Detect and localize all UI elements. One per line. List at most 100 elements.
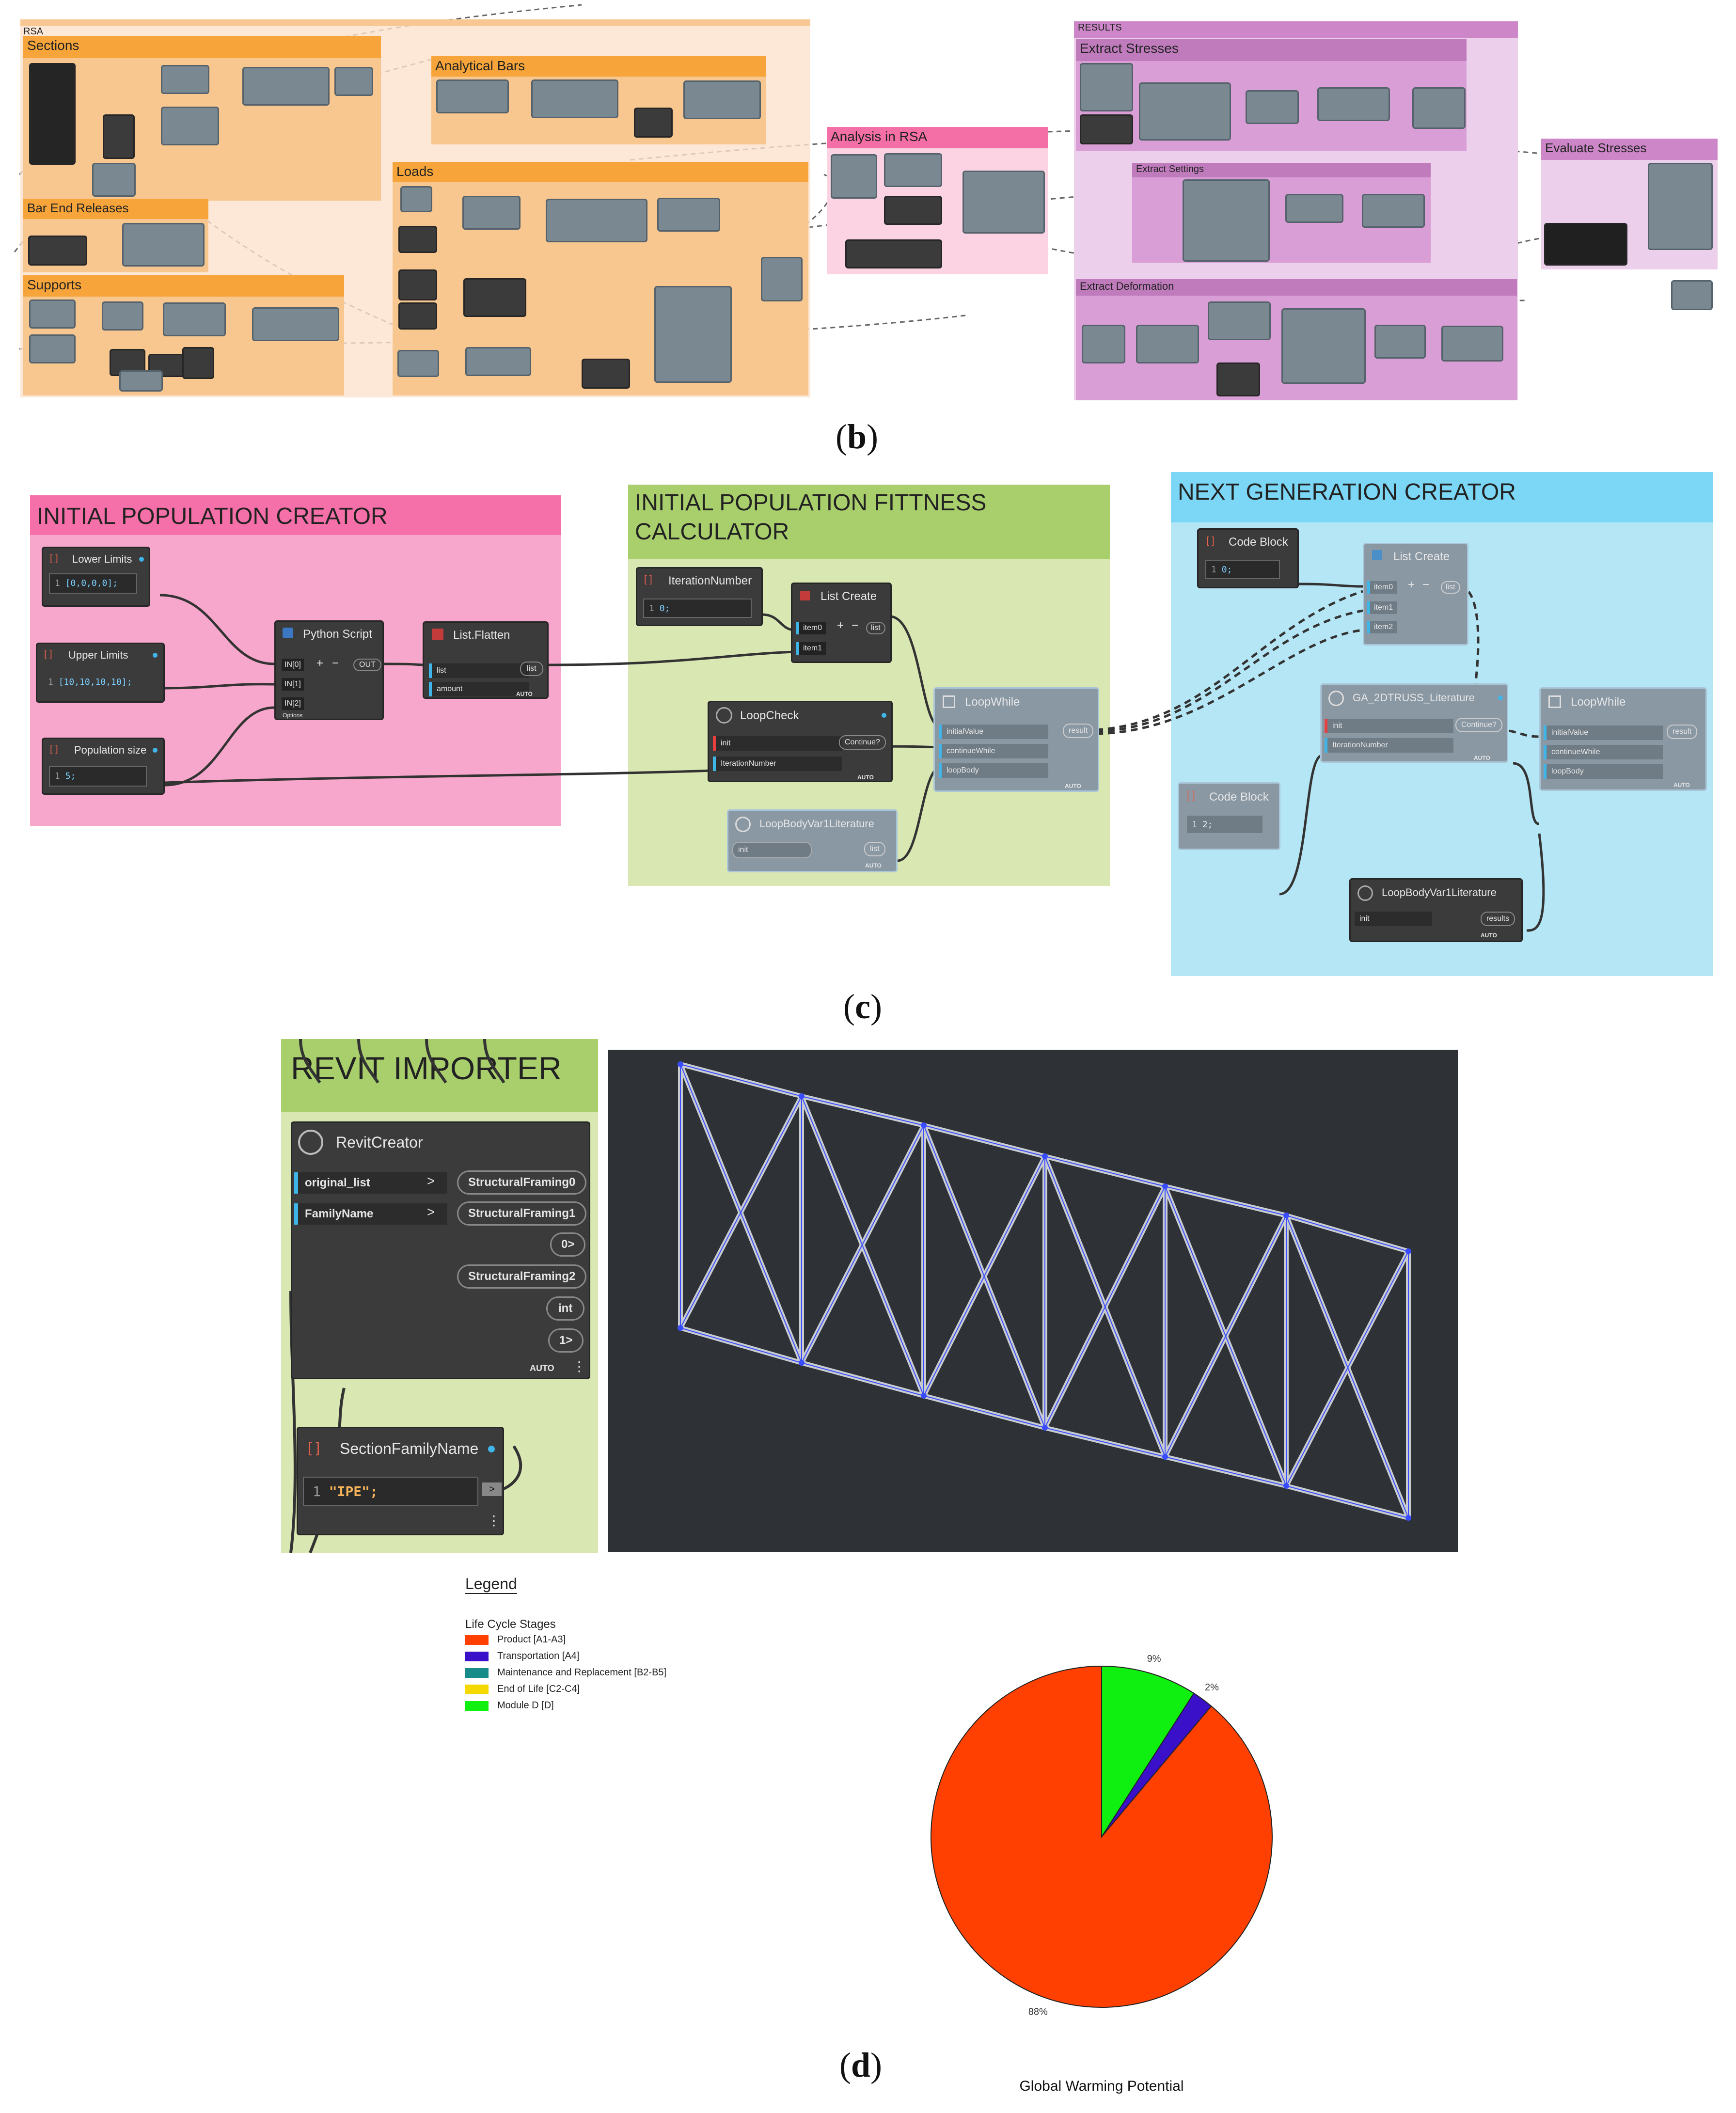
revit-original-list-input[interactable]: original_list: [294, 1172, 447, 1194]
fitness-loop-body-node[interactable]: LoopBodyVar1Literature init list AUTO: [727, 809, 898, 872]
evaluate-node-2[interactable]: [1648, 163, 1713, 250]
loop-check-node[interactable]: LoopCheck init IterationNumber Continue?…: [708, 701, 893, 782]
upper-limits-node[interactable]: [ ] Upper Limits 1 [10,10,10,10];: [36, 643, 165, 703]
results-node-10[interactable]: [1082, 325, 1125, 363]
iteration-number-node[interactable]: [ ] IterationNumber 1 0;: [636, 567, 763, 626]
loads-node-8[interactable]: [463, 278, 526, 317]
supports-node-1[interactable]: [29, 300, 76, 329]
next-gen-list-create-item1[interactable]: item1: [1367, 601, 1397, 614]
python-in2-port[interactable]: IN[2]: [282, 697, 304, 710]
population-size-code[interactable]: 1 5;: [49, 766, 147, 787]
results-node-2[interactable]: [1080, 114, 1133, 144]
next-gen-code-block-code[interactable]: 1 0;: [1205, 560, 1280, 579]
next-gen-list-create-remove-button[interactable]: −: [1422, 578, 1430, 591]
loads-node-9[interactable]: [654, 286, 732, 383]
bars-node-4[interactable]: [634, 108, 673, 138]
lower-limits-code[interactable]: 1 [0,0,0,0];: [49, 573, 137, 594]
truss-3d-viewport[interactable]: [608, 1050, 1458, 1552]
sections-list-node[interactable]: [29, 63, 76, 165]
next-gen-loop-body-node[interactable]: LoopBodyVar1Literature init results AUTO: [1349, 878, 1523, 942]
results-node-11[interactable]: [1136, 325, 1199, 363]
sections-node-6[interactable]: [92, 163, 136, 197]
releases-node-1[interactable]: [28, 236, 87, 266]
next-gen-loop-while-loop-body[interactable]: loopBody: [1544, 764, 1663, 779]
fitness-list-create-item0[interactable]: item0: [796, 622, 826, 634]
next-gen-loop-while-result-output[interactable]: result: [1667, 725, 1698, 739]
results-node-3[interactable]: [1139, 82, 1231, 141]
python-in0-port[interactable]: IN[0]: [282, 659, 304, 671]
loads-node-1[interactable]: [400, 186, 432, 212]
results-node-7[interactable]: [1183, 179, 1270, 262]
analysis-node-1[interactable]: [831, 154, 877, 199]
next-gen-loop-while-node[interactable]: LoopWhile initialValue continueWhile loo…: [1539, 687, 1707, 791]
revit-output-structural-framing0[interactable]: StructuralFraming0: [457, 1170, 587, 1195]
revit-output-structural-framing2[interactable]: StructuralFraming2: [457, 1264, 587, 1289]
fitness-list-create-list-output[interactable]: list: [866, 622, 885, 634]
section-family-name-output-arrow[interactable]: >: [482, 1482, 502, 1496]
loads-node-13[interactable]: [582, 359, 630, 389]
results-node-9[interactable]: [1362, 194, 1425, 228]
loads-node-6[interactable]: [398, 269, 437, 300]
section-family-name-node[interactable]: [ ] SectionFamilyName 1 "IPE"; > ⋮: [297, 1427, 504, 1535]
analysis-node-3[interactable]: [884, 196, 942, 225]
fitness-loop-while-result-output[interactable]: result: [1063, 724, 1094, 738]
next-gen-loop-while-initial-value[interactable]: initialValue: [1544, 725, 1663, 740]
next-gen-loop-while-continue-while[interactable]: continueWhile: [1544, 745, 1663, 759]
sections-node-4[interactable]: [242, 67, 330, 106]
results-node-5[interactable]: [1317, 87, 1390, 121]
section-family-name-code[interactable]: 1 "IPE";: [303, 1477, 478, 1506]
releases-node-2[interactable]: [122, 223, 205, 267]
fitness-list-create-item1[interactable]: item1: [796, 642, 826, 655]
fitness-loop-while-initial-value[interactable]: initialValue: [939, 725, 1048, 739]
revit-family-name-input[interactable]: FamilyName: [294, 1203, 447, 1225]
supports-node-9[interactable]: [119, 370, 163, 392]
bars-node-3[interactable]: [683, 80, 761, 119]
python-in1-port[interactable]: IN[1]: [282, 678, 304, 691]
loads-node-4[interactable]: [657, 198, 720, 232]
supports-node-4[interactable]: [252, 307, 339, 341]
ga-2dtruss-node[interactable]: GA_2DTRUSS_Literature init IterationNumb…: [1320, 683, 1508, 763]
supports-node-8[interactable]: [182, 347, 214, 379]
next-gen-list-create-list-output[interactable]: list: [1441, 581, 1460, 594]
ga-init-input[interactable]: init: [1325, 719, 1453, 733]
loads-node-2[interactable]: [462, 196, 521, 230]
list-create-remove-button[interactable]: −: [852, 619, 859, 632]
analysis-node-2[interactable]: [884, 153, 942, 187]
bars-node-2[interactable]: [531, 79, 618, 118]
evaluate-node-1[interactable]: [1544, 223, 1627, 266]
next-gen-list-create-add-button[interactable]: +: [1408, 578, 1415, 591]
next-gen-code-block-2-node[interactable]: [ ] Code Block 1 2;: [1178, 782, 1280, 850]
fitness-loop-body-list-output[interactable]: list: [864, 842, 885, 856]
list-flatten-list-input[interactable]: list: [429, 663, 529, 678]
list-flatten-node[interactable]: List.Flatten list amount list AUTO: [423, 621, 549, 699]
python-options[interactable]: Options: [283, 712, 303, 719]
ga-iteration-input[interactable]: IterationNumber: [1325, 738, 1453, 753]
revit-output-0[interactable]: 0>: [550, 1232, 586, 1257]
python-script-node[interactable]: Python Script IN[0] + − OUT IN[1] IN[2] …: [274, 620, 384, 720]
next-gen-loop-body-results-output[interactable]: results: [1481, 912, 1515, 926]
list-flatten-list-output[interactable]: list: [520, 662, 543, 676]
loads-node-12[interactable]: [465, 347, 531, 376]
results-node-16[interactable]: [1441, 326, 1503, 362]
revit-output-structural-framing1[interactable]: StructuralFraming1: [457, 1201, 587, 1226]
supports-node-2[interactable]: [102, 301, 143, 331]
supports-node-3[interactable]: [163, 302, 226, 336]
loop-check-iteration-input[interactable]: IterationNumber: [713, 757, 842, 771]
fitness-loop-while-continue-while[interactable]: continueWhile: [939, 744, 1048, 758]
revit-creator-node[interactable]: RevitCreator original_list > FamilyName …: [291, 1121, 590, 1379]
python-remove-port-button[interactable]: −: [332, 657, 339, 670]
lower-limits-node[interactable]: [ ] Lower Limits 1 [0,0,0,0];: [42, 547, 150, 607]
loads-node-7[interactable]: [398, 302, 437, 330]
results-node-14[interactable]: [1281, 308, 1366, 384]
loads-node-10[interactable]: [761, 257, 803, 301]
list-create-add-button[interactable]: +: [837, 619, 844, 632]
results-node-6[interactable]: [1412, 87, 1466, 129]
fitness-loop-while-node[interactable]: LoopWhile initialValue continueWhile loo…: [933, 687, 1099, 792]
next-gen-list-create-node[interactable]: List Create item0 + − list item1 item2: [1363, 543, 1468, 646]
fitness-loop-while-loop-body[interactable]: loopBody: [939, 763, 1048, 778]
sections-node-2[interactable]: [161, 65, 209, 94]
next-gen-loop-body-init-input[interactable]: init: [1355, 912, 1432, 926]
results-node-1[interactable]: [1080, 63, 1133, 111]
results-node-13[interactable]: [1216, 363, 1260, 396]
fitness-list-create-node[interactable]: List Create item0 + − list item1: [791, 583, 892, 663]
